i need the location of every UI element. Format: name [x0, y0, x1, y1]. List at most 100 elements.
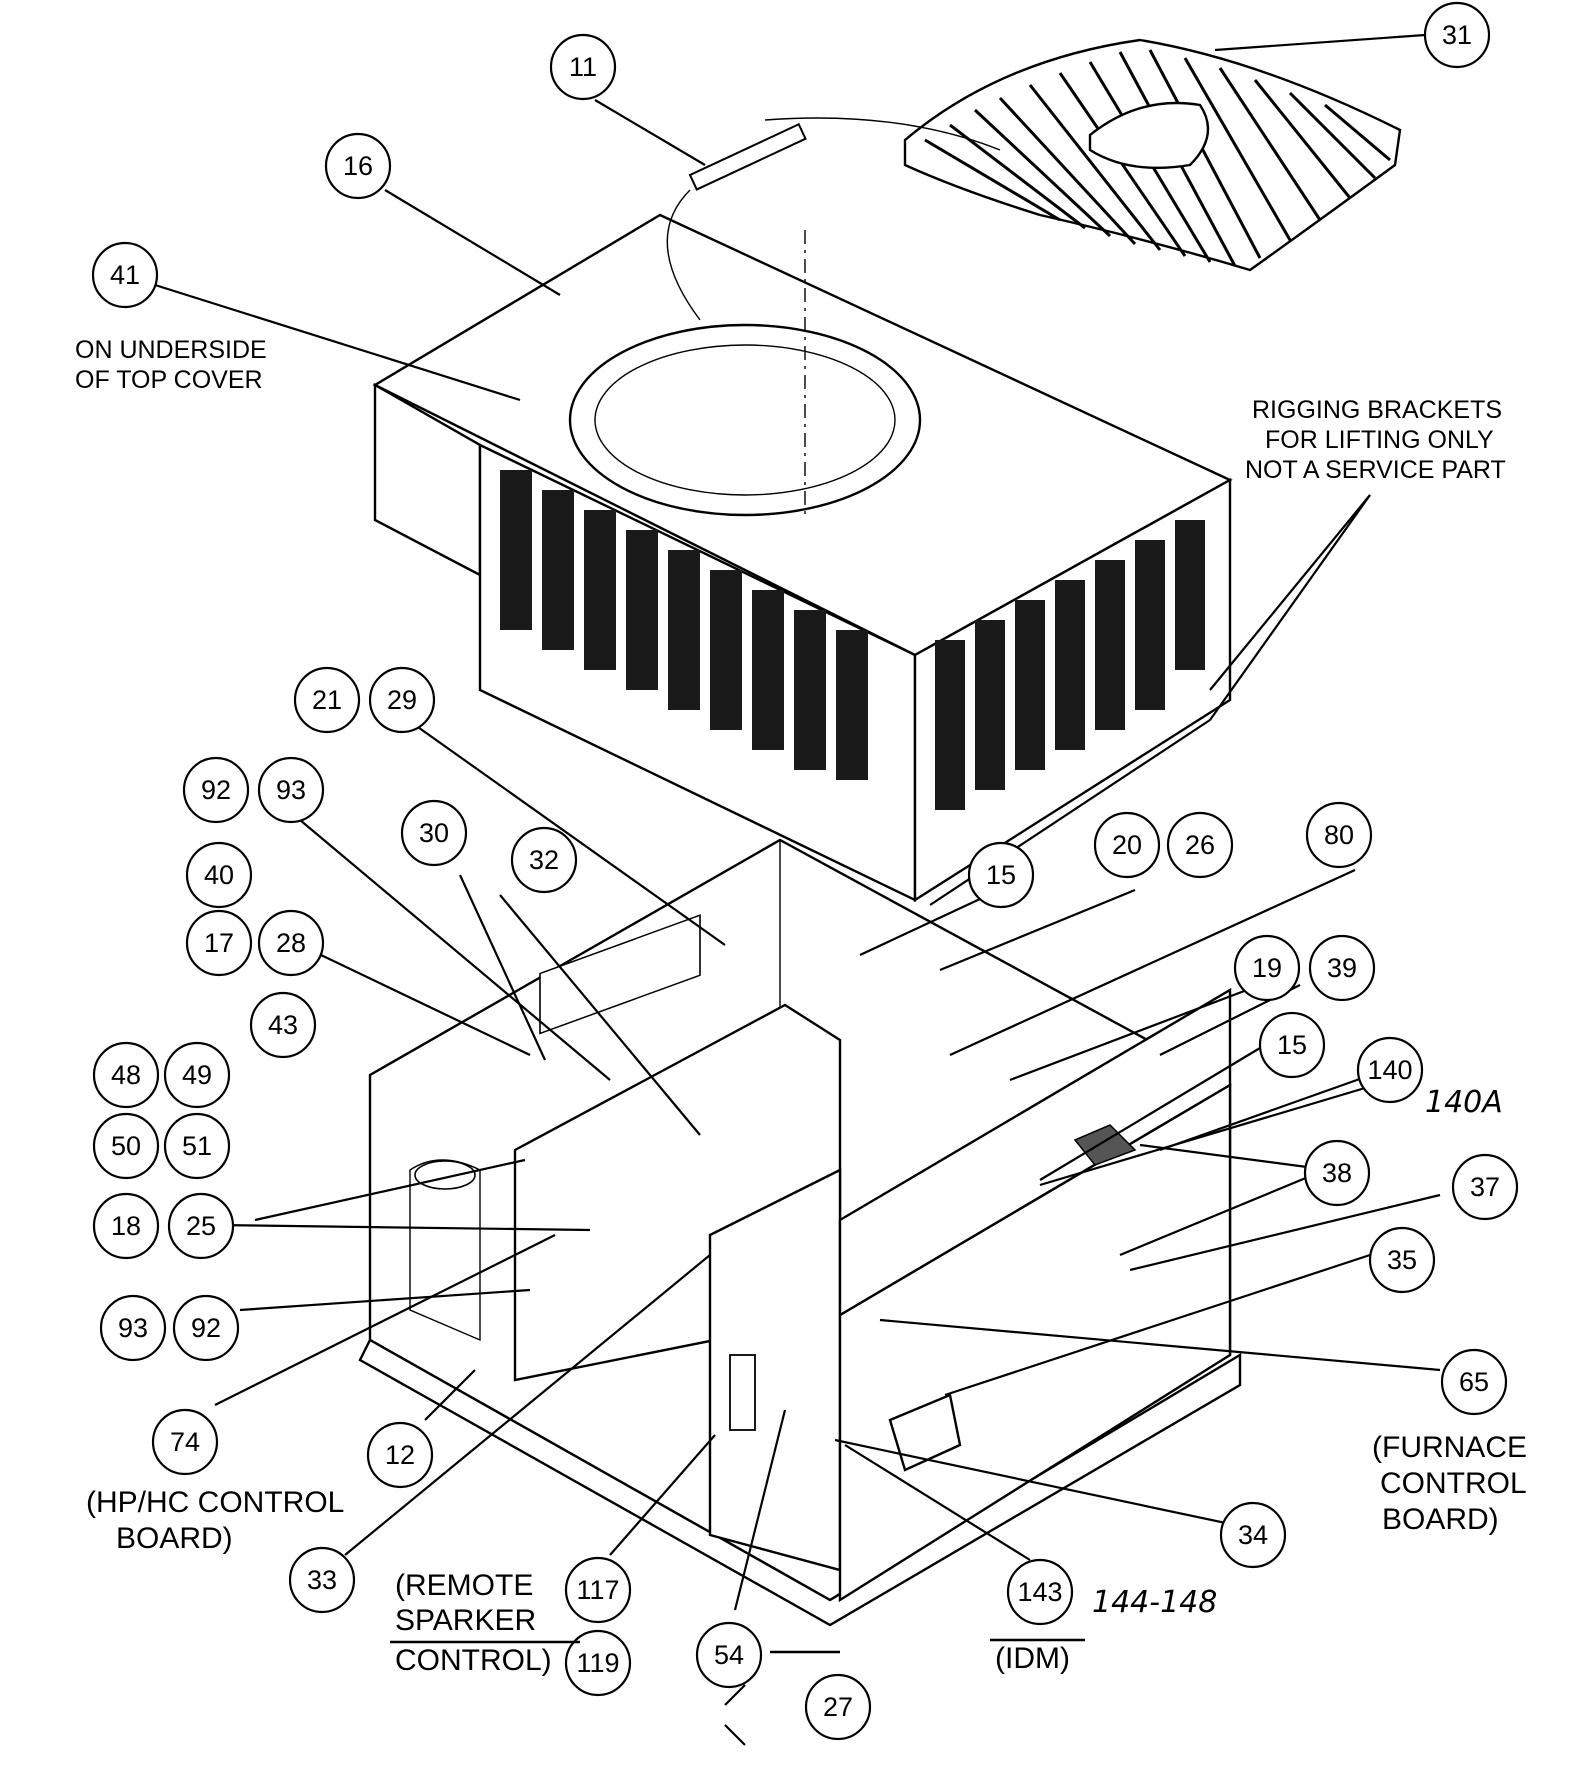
- callout-93b: 93: [99, 1294, 167, 1362]
- svg-text:(REMOTE: (REMOTE: [395, 1569, 533, 1602]
- callout-54: 54: [695, 1621, 763, 1689]
- callout-38: 38: [1303, 1139, 1371, 1207]
- svg-text:48: 48: [111, 1060, 141, 1090]
- callout-74: 74: [151, 1408, 219, 1476]
- callout-43: 43: [249, 991, 317, 1059]
- svg-text:CONTROL: CONTROL: [1380, 1467, 1527, 1500]
- svg-text:(FURNACE: (FURNACE: [1372, 1431, 1527, 1464]
- top-cover-drawing: [372, 117, 1233, 903]
- svg-text:117: 117: [576, 1575, 619, 1605]
- callout-32: 32: [510, 826, 578, 894]
- svg-text:35: 35: [1387, 1245, 1417, 1275]
- note-remote-sparker-control: (REMOTE SPARKER CONTROL): [390, 1569, 580, 1677]
- svg-text:19: 19: [1252, 953, 1282, 983]
- leader-lines: [154, 33, 1441, 1746]
- svg-text:18: 18: [111, 1211, 141, 1241]
- callout-16: 16: [324, 132, 392, 200]
- callout-40: 40: [185, 841, 253, 909]
- note-144-148: 144-148: [1092, 1585, 1217, 1620]
- note-underside: ON UNDERSIDE OF TOP COVER: [75, 336, 267, 394]
- svg-text:54: 54: [714, 1640, 744, 1670]
- callout-80: 80: [1305, 801, 1373, 869]
- callout-50: 50: [92, 1112, 160, 1180]
- callout-31: 31: [1423, 1, 1491, 69]
- svg-text:31: 31: [1442, 20, 1472, 50]
- svg-text:51: 51: [182, 1131, 212, 1161]
- svg-text:143: 143: [1017, 1577, 1062, 1607]
- svg-text:21: 21: [312, 685, 342, 715]
- svg-text:40: 40: [204, 860, 234, 890]
- svg-text:27: 27: [823, 1692, 853, 1722]
- callout-15: 15: [967, 841, 1035, 909]
- fan-grille-drawing: [903, 38, 1402, 272]
- callout-29: 29: [368, 666, 436, 734]
- callout-12: 12: [366, 1421, 434, 1489]
- callout-49: 49: [163, 1041, 231, 1109]
- callout-15b: 15: [1258, 1011, 1326, 1079]
- svg-text:(HP/HC CONTROL: (HP/HC CONTROL: [86, 1486, 344, 1519]
- svg-text:140: 140: [1367, 1055, 1412, 1085]
- svg-text:65: 65: [1459, 1367, 1489, 1397]
- svg-text:93: 93: [118, 1313, 148, 1343]
- svg-text:74: 74: [170, 1427, 200, 1457]
- callout-33: 33: [288, 1546, 356, 1614]
- svg-text:SPARKER: SPARKER: [395, 1604, 536, 1637]
- svg-text:80: 80: [1324, 820, 1354, 850]
- svg-text:26: 26: [1185, 830, 1215, 860]
- note-140a: 140A: [1425, 1085, 1503, 1120]
- callout-20: 20: [1093, 811, 1161, 879]
- note-furnace-control-board: (FURNACE CONTROL BOARD): [1372, 1431, 1527, 1536]
- svg-text:15: 15: [986, 860, 1016, 890]
- svg-text:33: 33: [307, 1565, 337, 1595]
- callout-65: 65: [1440, 1348, 1508, 1416]
- svg-text:38: 38: [1322, 1158, 1352, 1188]
- callout-35: 35: [1368, 1226, 1436, 1294]
- svg-text:28: 28: [276, 928, 306, 958]
- callout-18: 18: [92, 1192, 160, 1260]
- svg-text:20: 20: [1112, 830, 1142, 860]
- callout-26: 26: [1166, 811, 1234, 879]
- callout-37: 37: [1451, 1153, 1519, 1221]
- svg-text:92: 92: [191, 1313, 221, 1343]
- callout-119: 119: [564, 1629, 632, 1697]
- svg-text:ON UNDERSIDE: ON UNDERSIDE: [75, 336, 267, 364]
- callout-51: 51: [163, 1112, 231, 1180]
- note-rigging: RIGGING BRACKETS FOR LIFTING ONLY NOT A …: [1245, 396, 1506, 484]
- callout-92b: 92: [172, 1294, 240, 1362]
- svg-text:NOT A SERVICE PART: NOT A SERVICE PART: [1245, 456, 1506, 484]
- svg-text:12: 12: [385, 1440, 415, 1470]
- callout-143: 143: [1006, 1558, 1074, 1626]
- callout-39: 39: [1308, 934, 1376, 1002]
- svg-text:49: 49: [182, 1060, 212, 1090]
- svg-text:17: 17: [204, 928, 234, 958]
- note-idm: (IDM): [990, 1638, 1085, 1675]
- svg-text:15: 15: [1277, 1030, 1307, 1060]
- svg-text:30: 30: [419, 818, 449, 848]
- callout-93: 93: [257, 756, 325, 824]
- svg-text:29: 29: [387, 685, 417, 715]
- callout-140: 140: [1356, 1036, 1424, 1104]
- svg-text:37: 37: [1470, 1172, 1500, 1202]
- svg-text:11: 11: [569, 52, 597, 82]
- svg-text:BOARD): BOARD): [116, 1522, 233, 1555]
- callout-28: 28: [257, 909, 325, 977]
- lower-cabinet-drawing: [358, 838, 1242, 1627]
- svg-text:25: 25: [186, 1211, 216, 1241]
- svg-text:32: 32: [529, 845, 559, 875]
- svg-text:FOR LIFTING ONLY: FOR LIFTING ONLY: [1265, 426, 1494, 454]
- callout-117: 117: [564, 1556, 632, 1624]
- svg-text:BOARD): BOARD): [1382, 1503, 1499, 1536]
- svg-text:CONTROL): CONTROL): [395, 1644, 552, 1677]
- callout-27: 27: [804, 1673, 872, 1741]
- svg-text:43: 43: [268, 1010, 298, 1040]
- callout-19: 19: [1233, 934, 1301, 1002]
- callout-41: 41: [91, 241, 159, 309]
- callout-21: 21: [293, 666, 361, 734]
- svg-text:92: 92: [201, 775, 231, 805]
- svg-text:41: 41: [110, 260, 140, 290]
- callout-34: 34: [1219, 1501, 1287, 1569]
- callout-25: 25: [167, 1192, 235, 1260]
- callout-30: 30: [400, 799, 468, 867]
- svg-text:OF TOP COVER: OF TOP COVER: [75, 366, 263, 394]
